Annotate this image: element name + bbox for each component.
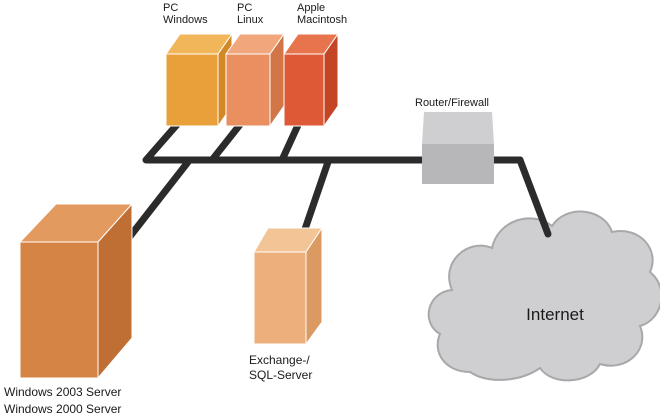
exchange-server-label-line2: SQL-Server (249, 368, 312, 382)
main-server-label-line2: Windows 2000 Server (4, 402, 121, 416)
router-firewall: Router/Firewall (415, 97, 494, 184)
router-body (422, 144, 494, 184)
pc-linux-label-line2: Linux (237, 14, 264, 26)
exchange-server-label-line1: Exchange-/ (249, 353, 310, 367)
main-server-front (19, 241, 99, 379)
cable-main-server (120, 158, 192, 248)
router-label: Router/Firewall (415, 97, 489, 109)
pc-linux-front (225, 53, 271, 127)
internet-cloud: Internet (427, 210, 660, 382)
internet-label: Internet (526, 305, 584, 324)
main-server: Windows 2003 Server Windows 2000 Server (4, 202, 134, 416)
client-pc-linux: PC Linux (225, 2, 285, 128)
client-apple-mac: Apple Macintosh (283, 2, 347, 128)
pc-windows-label-line2: Windows (163, 14, 208, 26)
cable-exchange-server (300, 158, 332, 236)
pc-linux-label-line1: PC (237, 2, 252, 14)
cable-router-internet (516, 156, 552, 238)
cloud-shape (427, 210, 660, 382)
apple-mac-label-line1: Apple (297, 2, 325, 14)
router-top (422, 112, 494, 144)
exchange-server-front (253, 251, 307, 345)
pc-windows-front (165, 53, 219, 127)
exchange-sql-server: Exchange-/ SQL-Server (249, 226, 323, 382)
pc-windows-label-line1: PC (163, 2, 178, 14)
client-pc-windows: PC Windows (163, 2, 233, 128)
apple-mac-label-line2: Macintosh (297, 14, 347, 26)
main-server-label-line1: Windows 2003 Server (4, 385, 121, 399)
apple-mac-front (283, 53, 325, 127)
